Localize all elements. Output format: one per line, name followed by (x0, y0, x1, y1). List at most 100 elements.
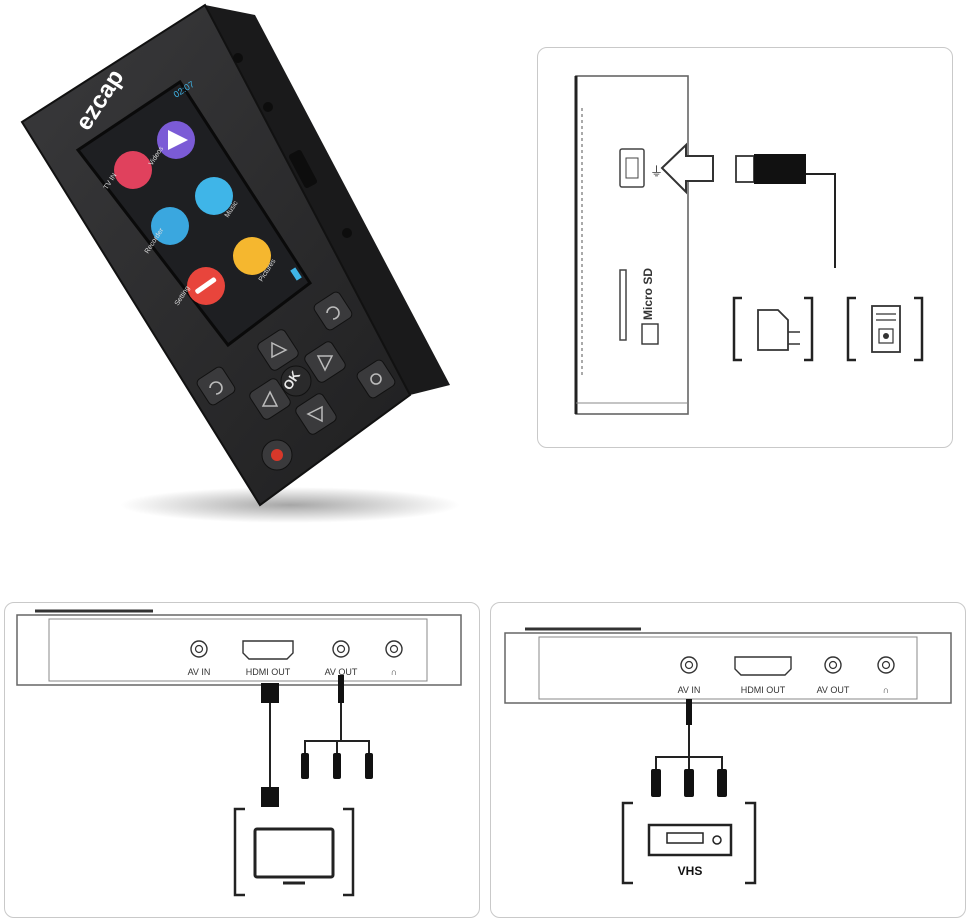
tv-bracket-left (233, 807, 245, 897)
rca-plug-1 (301, 753, 309, 779)
usb-port-inner (625, 157, 639, 179)
av-plug-2 (686, 699, 692, 725)
vhs-player-icon (647, 823, 733, 857)
headphone-port-2 (877, 656, 895, 674)
device-illustration: ezcap 02:07 TV IN Videos Music Recorder … (20, 3, 460, 523)
av-in-port-2 (680, 656, 698, 674)
device-panel-outline-2 (504, 632, 952, 704)
rca-plug-3 (365, 753, 373, 779)
hdmi-out-port (242, 640, 294, 660)
hdmi-out-label: HDMI OUT (246, 667, 291, 677)
device-panel-outline (16, 614, 462, 686)
av-out-port-inner (336, 644, 346, 654)
av-in-port-2-inner (684, 660, 694, 670)
microsd-card-icon (641, 323, 659, 345)
tower-button-frame (878, 328, 894, 344)
side-hdmi-port (288, 149, 318, 189)
down-arrow-icon (306, 405, 323, 423)
storage-diagram: ⏚ Micro SD (574, 75, 924, 415)
vhs-bracket-left (621, 801, 633, 885)
side-port-3 (342, 228, 352, 238)
right-button[interactable] (303, 340, 347, 384)
headphone-port-inner (389, 644, 399, 654)
rca-plug-4 (651, 769, 661, 797)
output-diagram-panel: AV IN HDMI OUT AV OUT ∩ (4, 602, 480, 918)
left-arrow-icon (261, 390, 279, 407)
side-port-2 (263, 102, 273, 112)
recorder-icon[interactable] (151, 207, 189, 245)
up-button[interactable] (256, 328, 300, 372)
microsd-label: Micro SD (641, 268, 655, 320)
usb-plug-tip (735, 155, 755, 183)
right-arrow-icon (316, 355, 334, 372)
storage-diagram-panel: ⏚ Micro SD (537, 47, 953, 448)
tower-power-icon (883, 333, 889, 339)
av-out-port-2-inner (828, 660, 838, 670)
music-icon[interactable] (195, 177, 233, 215)
up-arrow-icon (271, 341, 288, 359)
vhs-label: VHS (678, 864, 703, 878)
device-shadow (120, 487, 460, 523)
device-panel-inner-2 (538, 636, 918, 700)
hdmi-out-port-2 (734, 656, 792, 676)
headphone-port-2-inner (881, 660, 891, 670)
vhs-tape-slot (666, 832, 704, 844)
tv-bracket-right (343, 807, 355, 897)
usb-port (619, 148, 645, 188)
back-button[interactable] (312, 290, 353, 331)
microsd-slot (619, 269, 627, 341)
battery-icon (290, 267, 302, 281)
hdmi-plug-bottom (261, 787, 279, 807)
power-icon (370, 373, 382, 385)
insert-arrow-icon (660, 142, 714, 195)
device-photo: ezcap 02:07 TV IN Videos Music Recorder … (0, 0, 500, 540)
usb-cable (806, 173, 836, 268)
av-out-label: AV OUT (325, 667, 358, 677)
vhs-bracket-right (745, 801, 757, 885)
left-button[interactable] (248, 377, 292, 421)
side-port-1 (233, 53, 243, 63)
down-button[interactable] (294, 392, 338, 436)
record-dot-icon (271, 449, 283, 461)
rotate-button[interactable] (195, 365, 236, 406)
rca-plug-6 (717, 769, 727, 797)
tv-icon (253, 827, 335, 879)
device-screen (75, 79, 313, 348)
av-in-label: AV IN (188, 667, 211, 677)
hdmi-out-label-2: HDMI OUT (741, 685, 786, 695)
device-side-outline (575, 75, 689, 415)
av-out-port (332, 640, 350, 658)
wrench-glyph (195, 277, 217, 294)
play-glyph (168, 130, 188, 150)
back-icon (326, 306, 340, 320)
av-in-port-inner (194, 644, 204, 654)
av-plug (338, 675, 344, 703)
pc-bracket-left (846, 296, 856, 362)
headphone-label: ∩ (391, 667, 397, 677)
pictures-icon[interactable] (233, 237, 271, 275)
usb-plug-body (754, 154, 806, 184)
input-diagram-panel: AV IN HDMI OUT AV OUT ∩ VHS (490, 602, 966, 918)
rca-plug-5 (684, 769, 694, 797)
sd-bracket-left (732, 296, 742, 362)
av-out-label-2: AV OUT (817, 685, 850, 695)
sd-card-icon (757, 309, 789, 351)
headphone-label-2: ∩ (883, 685, 889, 695)
input-diagram: AV IN HDMI OUT AV OUT ∩ VHS (504, 627, 952, 885)
sd-bracket-right (804, 296, 814, 362)
computer-tower-icon (871, 305, 901, 353)
refresh-icon (209, 381, 223, 395)
av-in-port (190, 640, 208, 658)
hdmi-plug-top (261, 683, 279, 703)
av-out-port-2 (824, 656, 842, 674)
headphone-port (385, 640, 403, 658)
usb-icon: ⏚ (650, 164, 663, 179)
rca-plug-2 (333, 753, 341, 779)
vhs-knob-icon (712, 835, 722, 845)
tv-in-icon[interactable] (114, 151, 152, 189)
device-panel-inner (48, 618, 428, 682)
power-button[interactable] (355, 358, 396, 399)
output-diagram: AV IN HDMI OUT AV OUT ∩ (16, 609, 462, 897)
av-in-label-2: AV IN (678, 685, 701, 695)
ok-button[interactable] (280, 365, 312, 397)
